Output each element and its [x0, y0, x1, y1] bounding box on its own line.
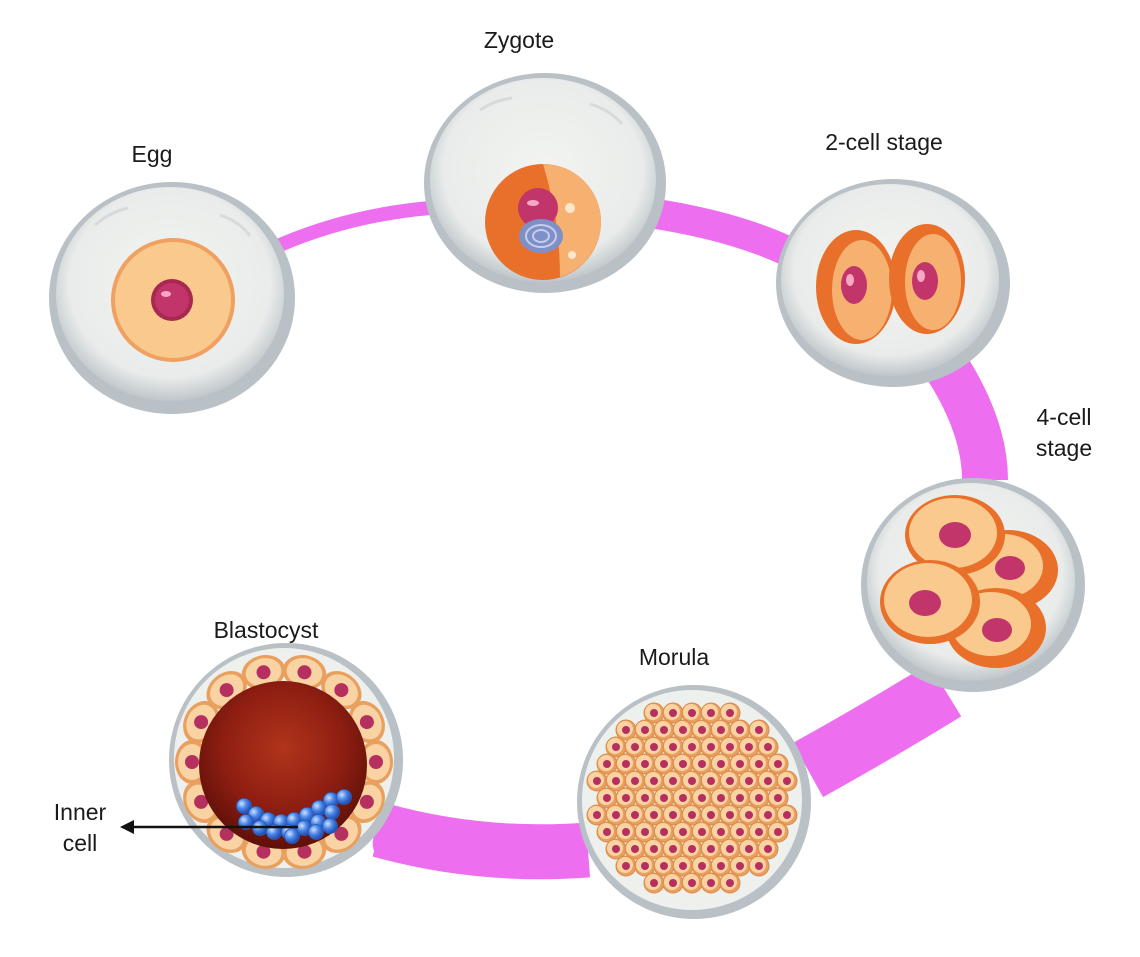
inner-cell-label-line1: Inner — [53, 799, 107, 825]
morula-label: Morula — [638, 644, 710, 670]
four-cell-label-line2: stage — [1035, 435, 1093, 461]
inner-cell-arrow — [120, 820, 298, 834]
egg-label: Egg — [131, 141, 173, 167]
blastocyst-label: Blastocyst — [213, 617, 319, 643]
inner-cell-mass — [236, 789, 352, 844]
zygote-cell — [424, 73, 666, 293]
inner-cell-sphere — [284, 828, 300, 844]
morula-cell — [577, 685, 811, 919]
inner-cell-sphere — [336, 789, 352, 805]
egg-cell — [49, 182, 295, 414]
blastocyst-cell — [169, 643, 403, 877]
four-cell-label-line1: 4-cell — [1036, 404, 1092, 430]
morula-blastomeres — [586, 702, 798, 894]
four-cell-stage — [861, 478, 1085, 692]
inner-cell-label-line2: cell — [62, 830, 98, 856]
inner-cell-sphere — [322, 818, 338, 834]
inner-cell-sphere — [236, 798, 252, 814]
inner-cell-sphere — [324, 804, 340, 820]
two-cell-label: 2-cell stage — [825, 129, 943, 155]
zygote-label: Zygote — [483, 27, 555, 53]
two-cell-stage — [776, 179, 1010, 387]
inner-cell-sphere — [308, 824, 324, 840]
